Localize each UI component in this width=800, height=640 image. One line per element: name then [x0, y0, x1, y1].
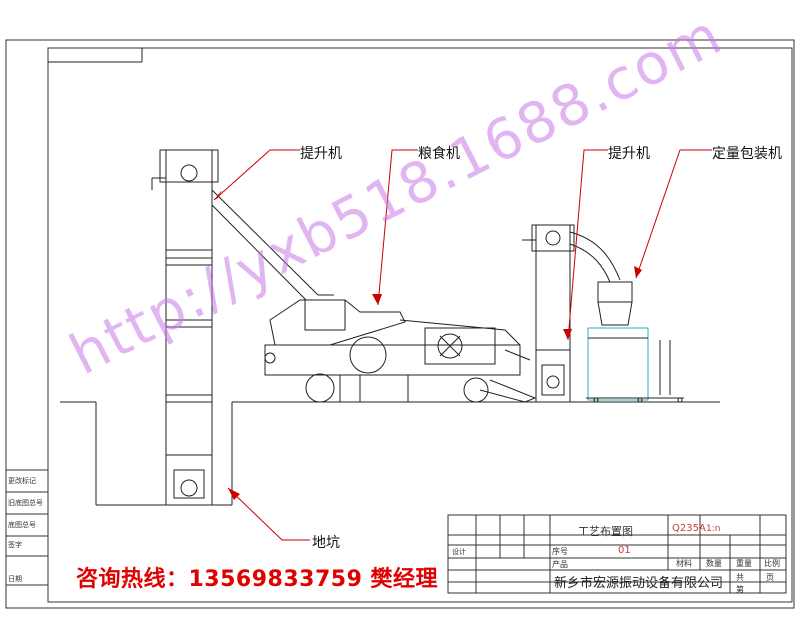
company-name: 新乡市宏源振动设备有限公司 [554, 576, 724, 591]
page-no-label: 第 [736, 585, 744, 594]
left-table-row-3: 底图总号 [8, 521, 36, 529]
ground-line [60, 401, 720, 506]
leader-pit [227, 487, 310, 541]
col-label-3: 重量 [736, 559, 752, 568]
leader-grain-machine [377, 149, 418, 306]
col-label-2: 数量 [706, 559, 722, 568]
title-block-grid [447, 514, 787, 594]
leader-elevator-left [213, 149, 300, 201]
page-total-label: 共 [736, 573, 744, 582]
right-elevator [522, 224, 621, 403]
callout-pit: 地坑 [312, 535, 340, 551]
leader-packing-machine [635, 149, 712, 279]
col-label-1: 材料 [676, 559, 692, 568]
product-label: 产品 [552, 560, 568, 569]
left-table-row-4: 签字 [8, 541, 22, 549]
inner-frame [47, 47, 793, 603]
left-revision-table [5, 469, 49, 586]
row-label-1: 设计 [452, 548, 466, 556]
scale-value: 1:n [706, 524, 721, 534]
callout-packing-machine: 定量包装机 [712, 146, 782, 162]
left-table-row-2: 旧底图总号 [8, 499, 43, 507]
page-suffix-1: 页 [766, 573, 774, 582]
left-elevator [151, 149, 334, 506]
leader-elevator-right [567, 149, 608, 341]
callout-elevator-right: 提升机 [608, 146, 650, 162]
seq-label: 序号 [552, 547, 568, 556]
left-table-row-1: 更改标记 [8, 477, 36, 485]
hotline-text: 咨询热线：13569833759 樊经理 [76, 567, 439, 592]
material-spec: Q235A [672, 523, 706, 534]
col-label-4: 比例 [764, 559, 780, 568]
packing-machine [586, 281, 684, 403]
callout-grain-machine: 粮食机 [418, 146, 460, 162]
drawing-code: 01 [618, 545, 631, 556]
callout-elevator-left: 提升机 [300, 146, 342, 162]
grain-machine [264, 299, 537, 403]
drawing-title: 工艺布置图 [578, 525, 633, 538]
outer-frame [5, 39, 795, 609]
left-table-row-5: 日期 [8, 575, 22, 583]
